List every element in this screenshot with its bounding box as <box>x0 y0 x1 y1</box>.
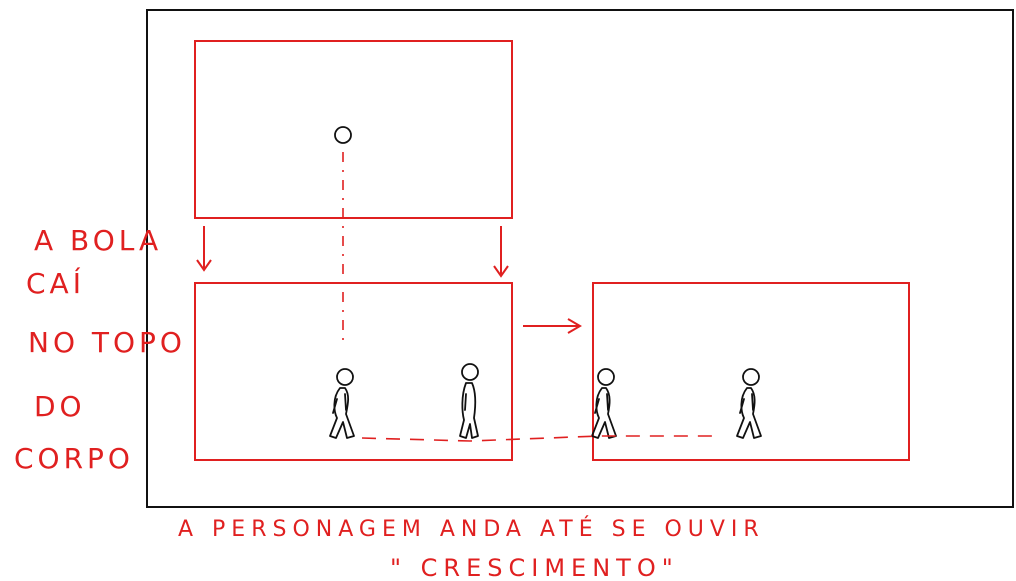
side-note-line-4: DO <box>34 390 86 423</box>
arrow-right-icon <box>523 318 582 334</box>
side-note-line-3: NO TOPO <box>28 326 186 359</box>
panel-character-walking <box>194 282 513 461</box>
side-annotation: A BOLA CAÍ NO TOPO DO CORPO <box>14 224 186 475</box>
caption-line-1: A PERSONAGEM ANDA ATÉ SE OUVIR <box>178 516 765 542</box>
panel-1-border <box>194 40 513 219</box>
ball-icon <box>334 126 352 144</box>
panel-ball-falling <box>194 40 513 219</box>
side-note-line-5: CORPO <box>14 442 134 475</box>
side-note-line-2: CAÍ <box>26 266 85 300</box>
walking-path-line <box>361 435 712 442</box>
walking-figure-icon <box>329 368 355 439</box>
walking-figure-icon <box>736 368 762 439</box>
bottom-caption: A PERSONAGEM ANDA ATÉ SE OUVIR " CRESCIM… <box>178 516 765 581</box>
standing-figure-icon <box>459 363 479 439</box>
side-note-line-1: A BOLA <box>34 224 162 257</box>
walking-figure-icon <box>591 368 617 439</box>
storyboard-frame <box>146 9 1014 508</box>
panel-2-border <box>194 282 513 461</box>
caption-line-2: " CRESCIMENTO" <box>390 554 679 581</box>
arrow-down-icon <box>196 226 212 272</box>
arrow-down-icon <box>493 226 509 278</box>
panel-character-continues <box>591 282 910 461</box>
panel-3-border <box>592 282 910 461</box>
